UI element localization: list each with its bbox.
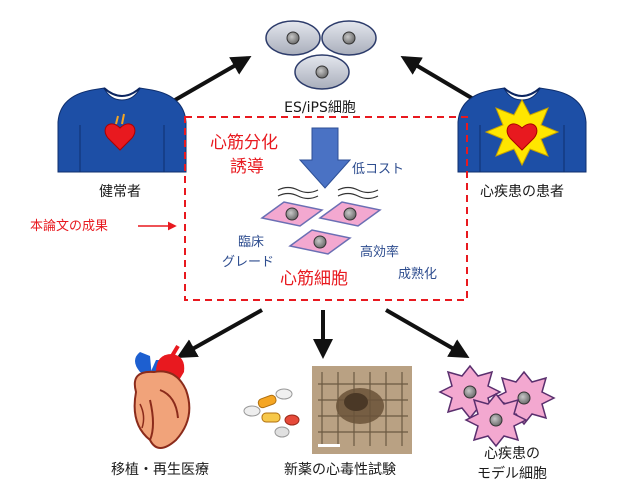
arrow-healthy-to-cells xyxy=(174,56,252,102)
maturation-label: 成熟化 xyxy=(398,266,437,282)
cardiomyocyte-icon xyxy=(260,186,382,255)
low-cost-label: 低コスト xyxy=(352,162,404,177)
microscope-image-icon xyxy=(312,366,412,454)
clinical-label-1: 臨床 xyxy=(238,235,264,250)
heart-icon xyxy=(133,344,191,449)
model-label-2: モデル細胞 xyxy=(477,465,547,482)
arrow-to-transplant xyxy=(176,308,263,358)
result-label: 本論文の成果 xyxy=(30,218,108,234)
model-label-1: 心疾患の xyxy=(484,446,540,462)
arrow-patient-to-cells xyxy=(400,55,477,102)
es-cell-icon xyxy=(265,20,377,90)
arrow-to-model xyxy=(385,308,470,358)
induction-label-2: 誘導 xyxy=(230,157,264,177)
efficiency-label: 高効率 xyxy=(360,244,399,260)
disease-cell-icon xyxy=(438,364,556,448)
toxicity-label: 新薬の心毒性試験 xyxy=(284,462,396,478)
healthy-label: 健常者 xyxy=(99,184,141,200)
patient-label: 心疾患の患者 xyxy=(480,184,564,200)
result-box xyxy=(184,116,468,301)
clinical-label-2: グレード xyxy=(222,255,274,270)
transplant-label: 移植・再生医療 xyxy=(111,461,209,478)
cells-label: ES/iPS細胞 xyxy=(284,100,356,116)
patient-person-icon xyxy=(457,87,587,173)
pills-icon xyxy=(243,388,300,438)
differentiation-arrow xyxy=(298,127,352,189)
cardiomyocyte-label: 心筋細胞 xyxy=(280,269,348,289)
induction-label-1: 心筋分化 xyxy=(210,133,278,153)
healthy-person-icon xyxy=(57,87,187,173)
